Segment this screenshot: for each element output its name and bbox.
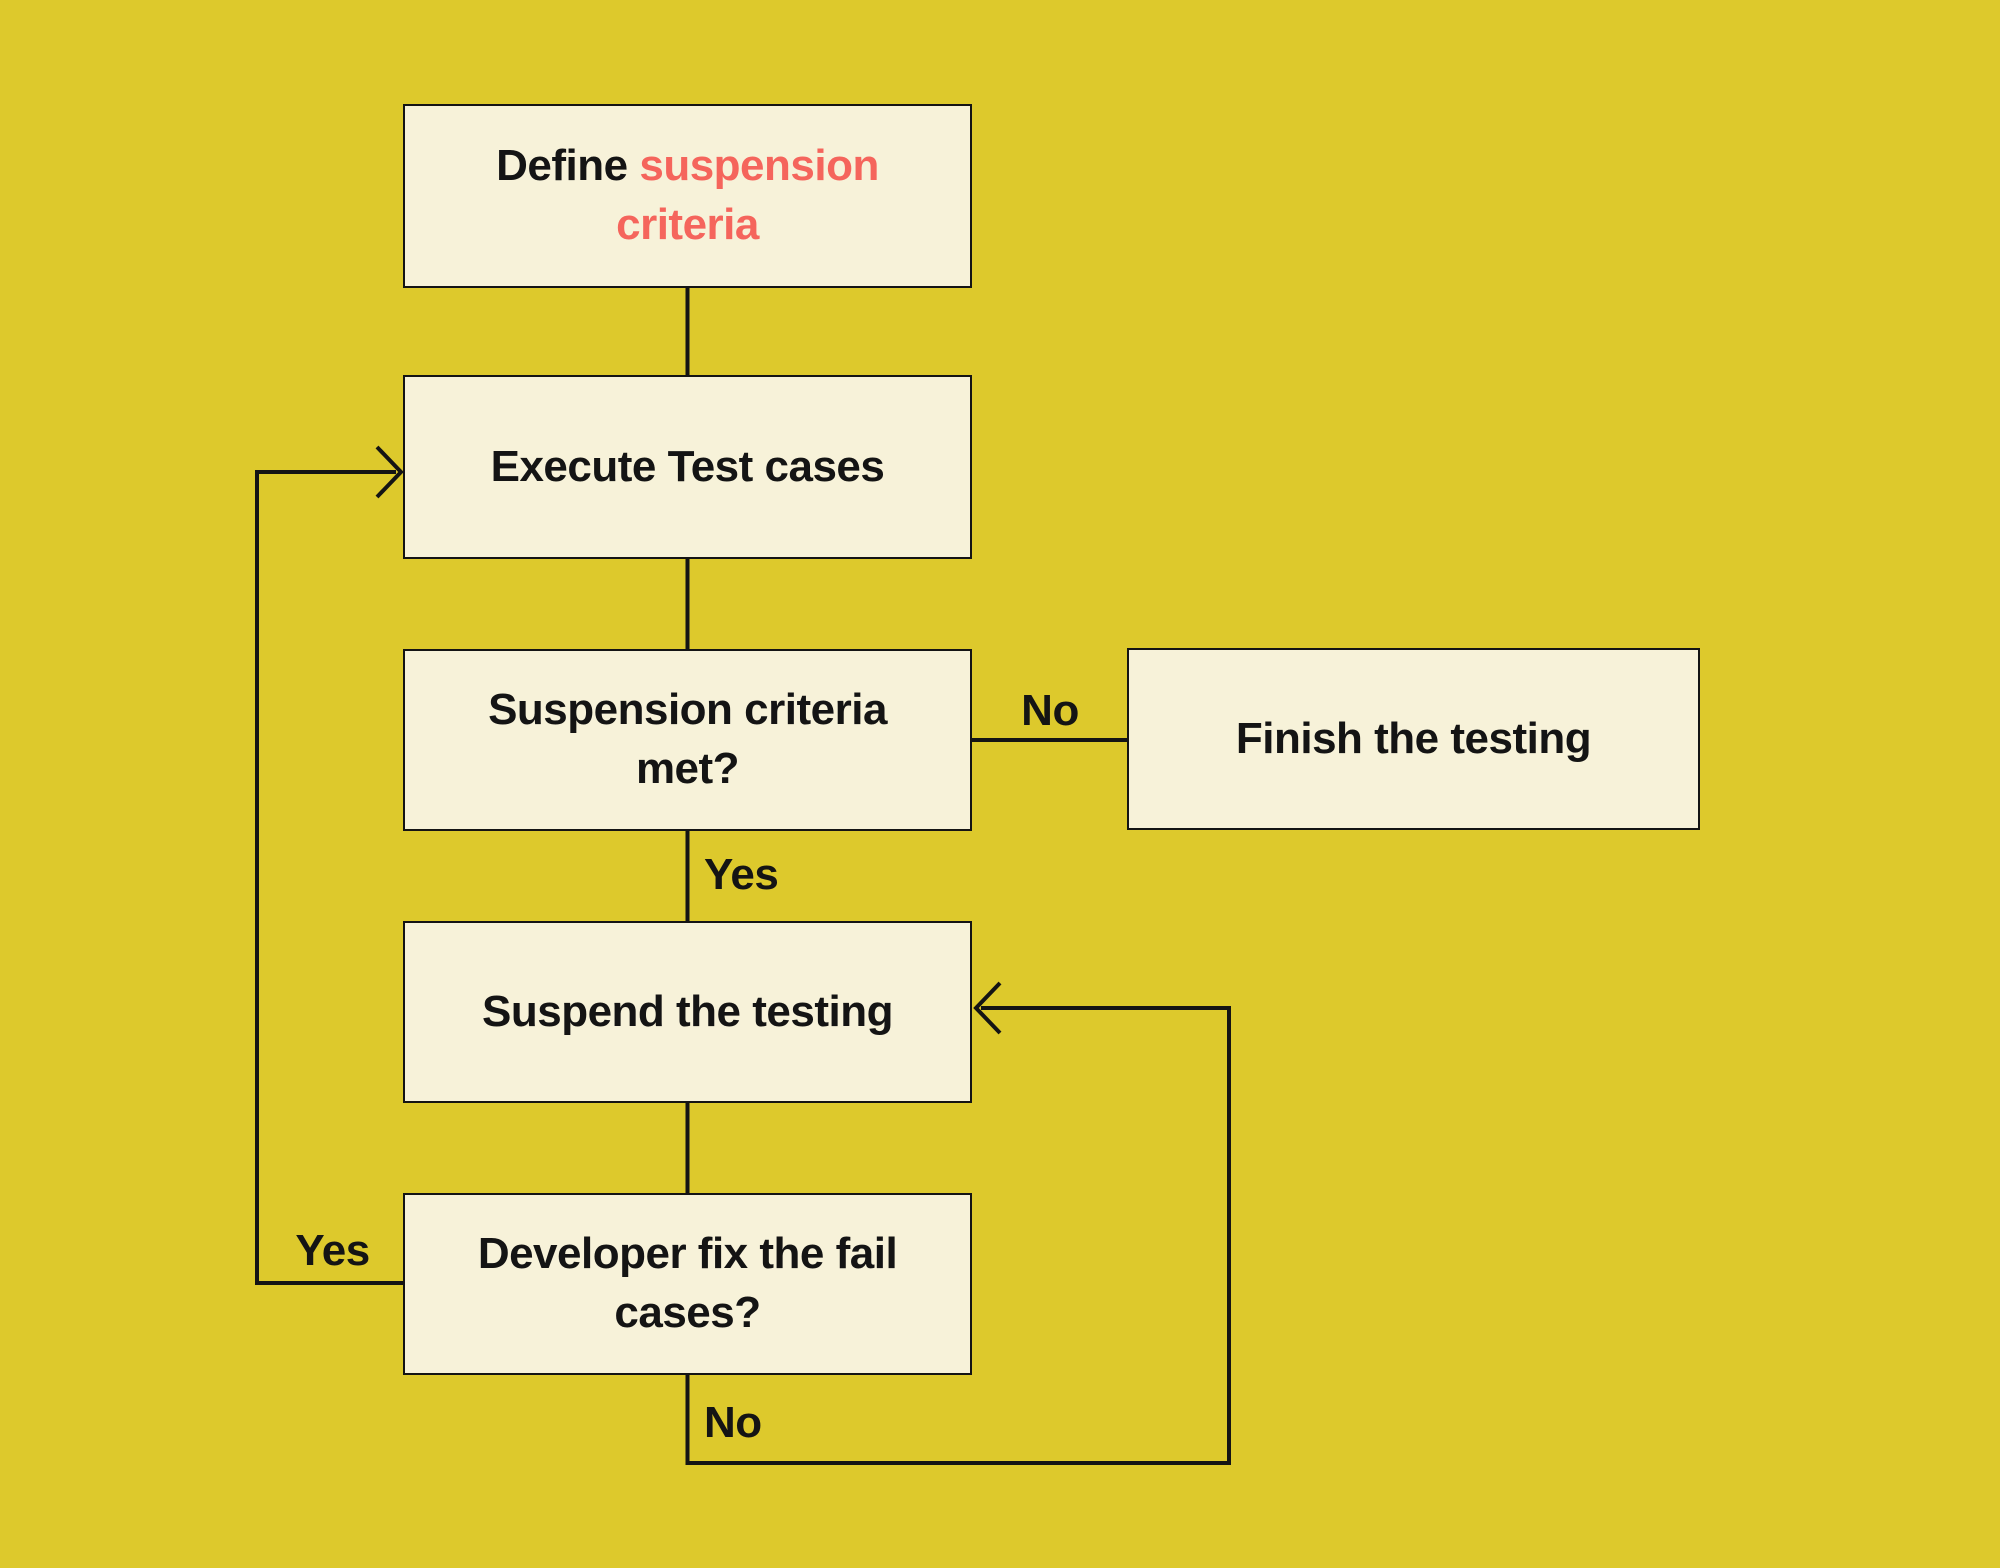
node-suspension-criteria-met: Suspension criteria met? [403, 649, 972, 831]
node-suspend-label: Suspend the testing [482, 986, 893, 1036]
node-define-text-red: suspension criteria [616, 141, 879, 249]
arrowhead-into-suspend [973, 981, 1002, 1035]
edge-label-yes-to-suspend: Yes [704, 850, 779, 899]
node-developer-label: Developer fix the fail cases? [477, 1229, 898, 1337]
edge-label-yes-loop-to-execute: Yes [295, 1226, 370, 1275]
node-finish-label: Finish the testing [1235, 713, 1592, 763]
node-define-suspension-criteria: Define suspension criteria [403, 104, 972, 288]
edge-label-no-to-finish: No [1021, 686, 1079, 735]
node-developer-fix-fail-cases: Developer fix the fail cases? [403, 1193, 972, 1375]
edge-developer-to-execute-yes-loop [255, 470, 403, 1285]
node-finish-the-testing: Finish the testing [1127, 648, 1700, 830]
node-define-label: Define suspension criteria [447, 137, 928, 254]
node-execute-label: Execute Test cases [490, 441, 885, 491]
node-execute-test-cases: Execute Test cases [403, 375, 972, 559]
node-criteria-label: Suspension criteria met? [488, 685, 887, 793]
node-define-text-black: Define [496, 141, 640, 191]
arrowhead-into-execute [375, 445, 404, 499]
node-suspend-the-testing: Suspend the testing [403, 921, 972, 1103]
edge-developer-to-suspend-no-loop [685, 1006, 1231, 1465]
edge-label-no-loop-to-suspend: No [704, 1398, 762, 1447]
